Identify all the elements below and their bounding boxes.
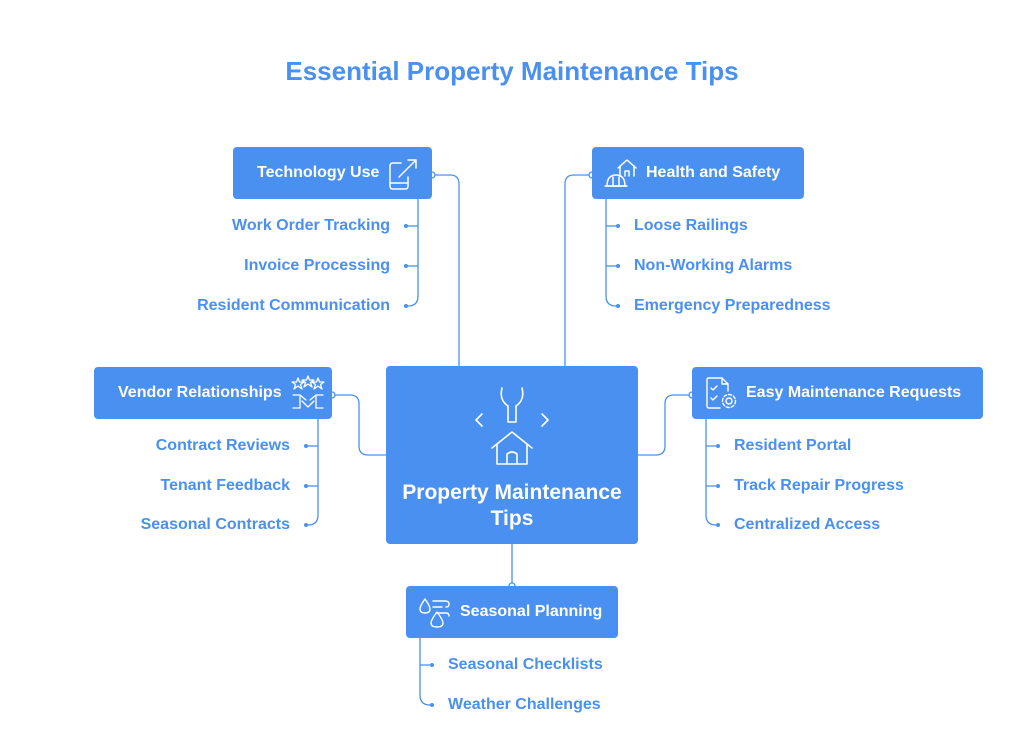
node-vendor-relationships: Vendor Relationships [94, 367, 332, 419]
vendor-item: Seasonal Contracts [140, 516, 290, 533]
house-tools-icon [475, 387, 549, 465]
vendor-item: Contract Reviews [155, 437, 290, 454]
node-technology-use: Technology Use [233, 147, 432, 199]
phone-arrow-icon [389, 159, 418, 190]
diagram-title: Essential Property Maintenance Tips [285, 56, 739, 86]
node-health-and-safety: Health and Safety [592, 147, 804, 199]
technology-item: Work Order Tracking [232, 217, 390, 234]
node-health-and-safety-label: Health and Safety [646, 164, 781, 181]
health-item: Emergency Preparedness [634, 297, 831, 314]
node-easy-maintenance-requests-label: Easy Maintenance Requests [746, 384, 962, 401]
handshake-stars-icon [290, 375, 325, 409]
health-item: Loose Railings [634, 217, 748, 234]
seasonal-item: Weather Challenges [448, 696, 601, 713]
technology-item: Resident Communication [197, 297, 390, 314]
requests-item: Centralized Access [734, 516, 881, 533]
requests-item: Track Repair Progress [734, 477, 904, 494]
technology-item: Invoice Processing [244, 257, 390, 274]
center-node: Property Maintenance Tips [386, 366, 638, 544]
node-seasonal-planning: Seasonal Planning [406, 586, 618, 638]
seasonal-item: Seasonal Checklists [448, 656, 603, 673]
health-item: Non-Working Alarms [634, 257, 793, 274]
house-helmet-icon [604, 159, 637, 187]
node-vendor-relationships-label: Vendor Relationships [118, 384, 282, 401]
requests-item: Resident Portal [734, 437, 852, 454]
checklist-gear-icon [706, 377, 737, 409]
node-technology-use-label: Technology Use [257, 164, 380, 181]
center-label: Property Maintenance Tips [402, 481, 622, 530]
vendor-item: Tenant Feedback [160, 477, 290, 494]
node-easy-maintenance-requests: Easy Maintenance Requests [692, 367, 983, 419]
weather-drops-icon [419, 598, 450, 628]
node-seasonal-planning-label: Seasonal Planning [460, 603, 603, 620]
